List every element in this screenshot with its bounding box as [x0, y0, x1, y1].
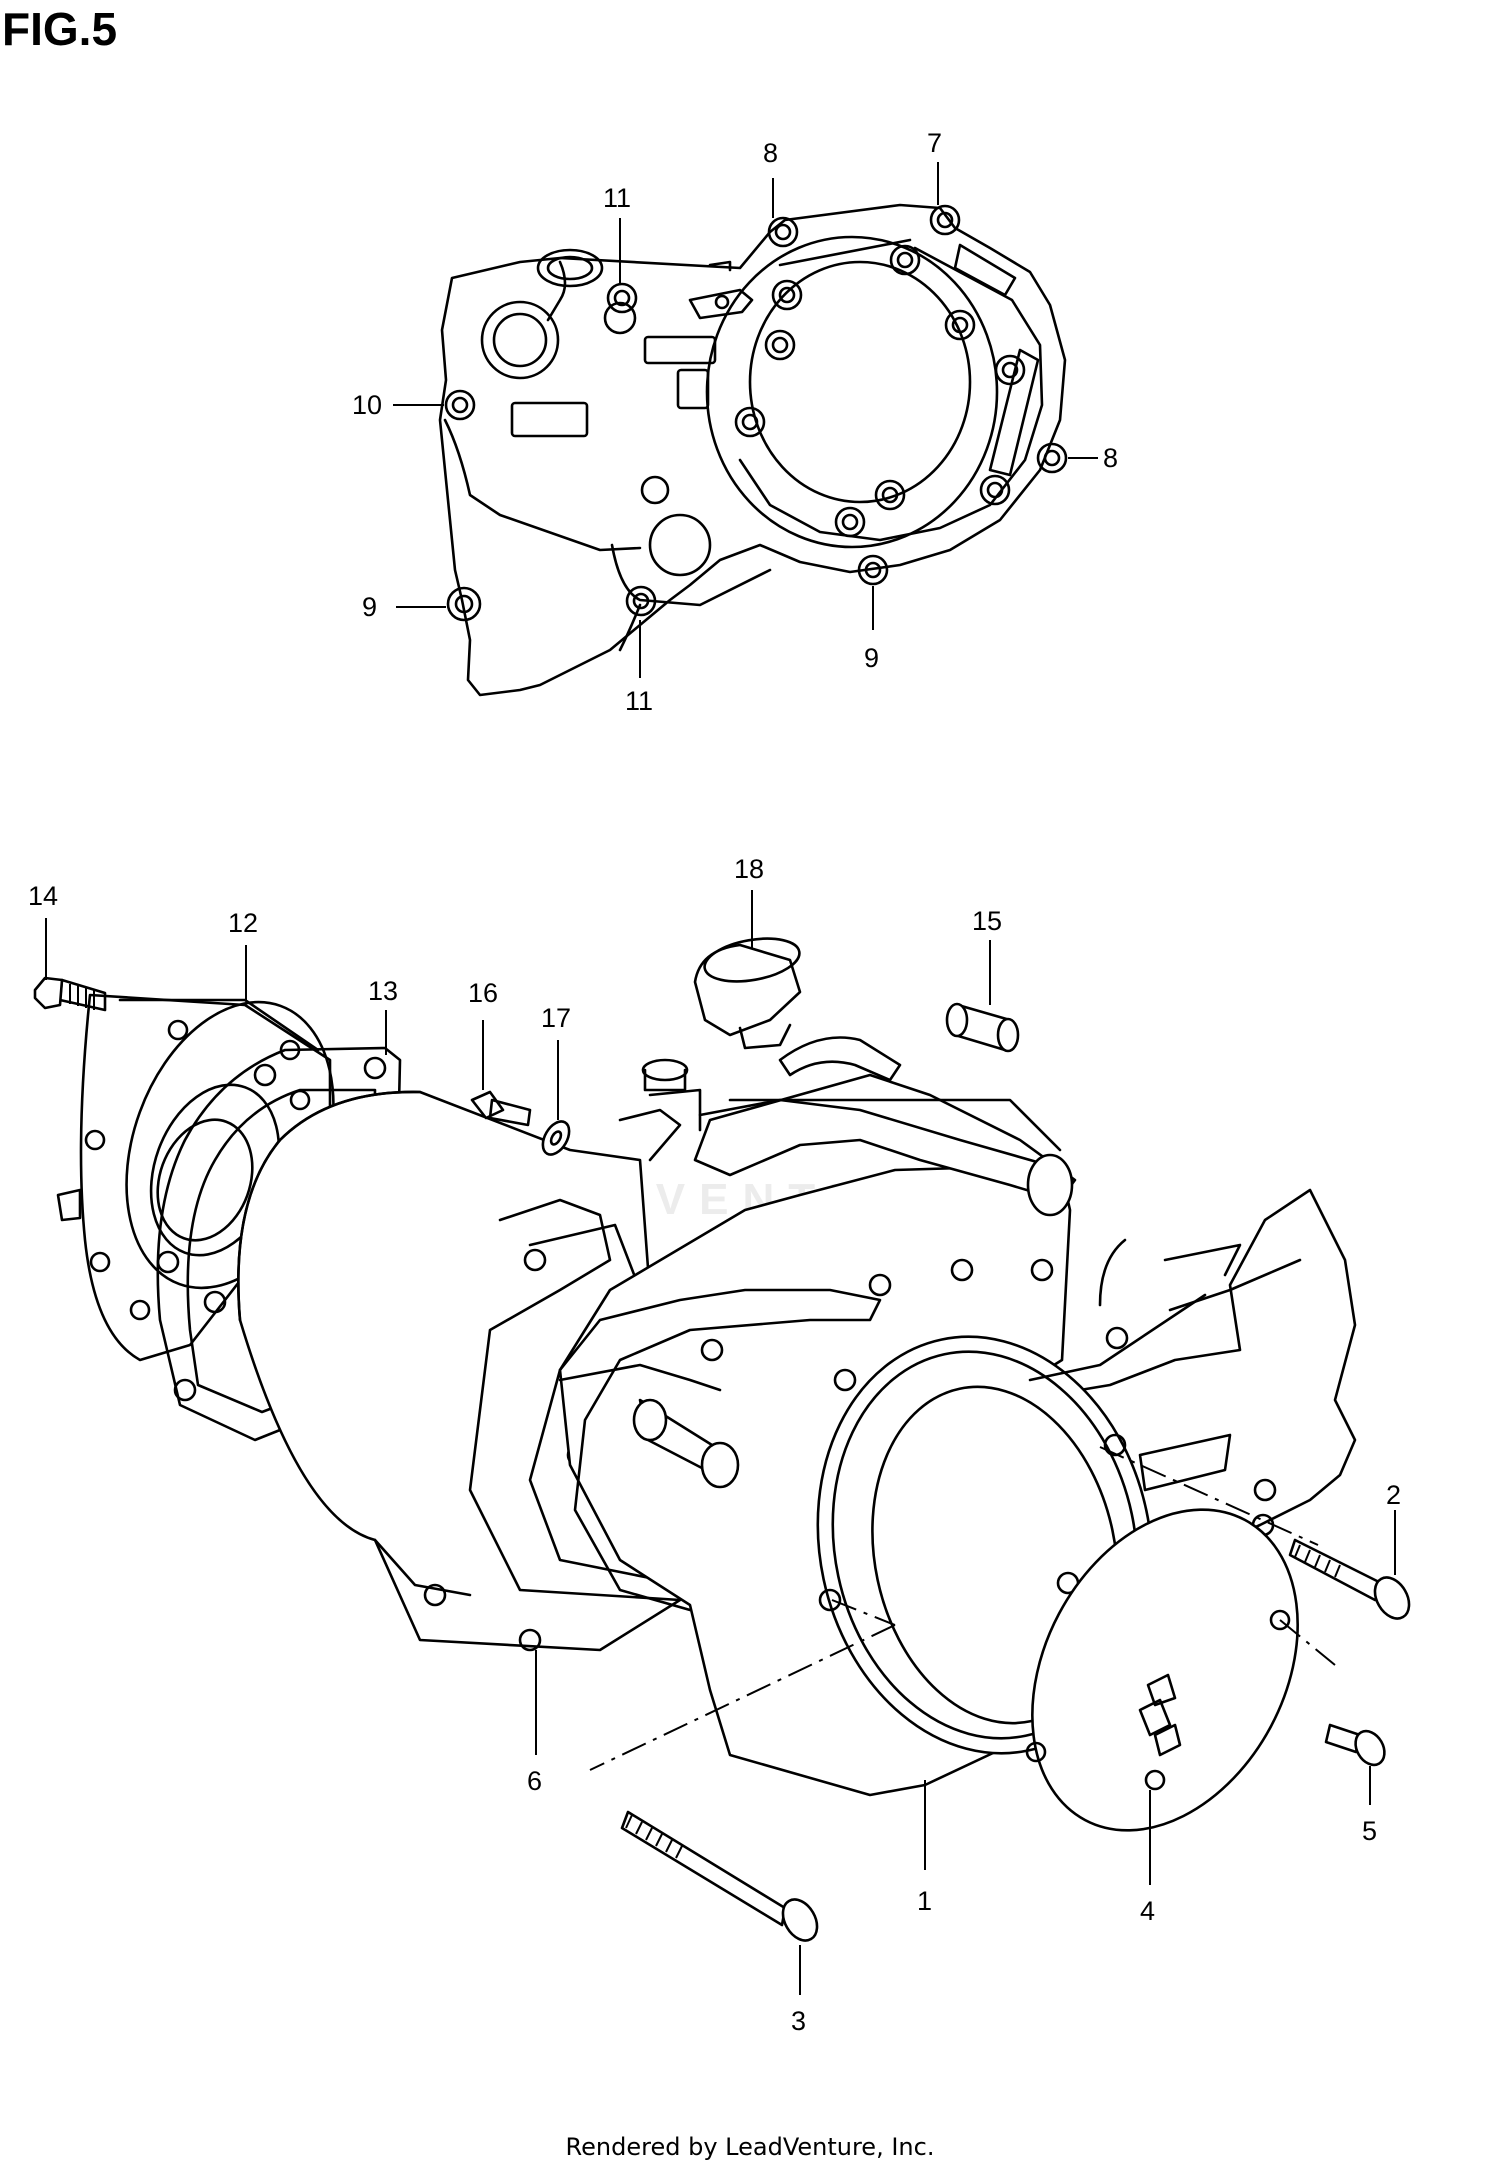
part-14-bolt [33, 976, 107, 1012]
callout-4: 4 [1140, 1896, 1155, 1926]
callout-16: 16 [468, 978, 498, 1008]
callout-9: 9 [362, 592, 377, 622]
callout-9: 9 [864, 643, 879, 673]
part-4-round-cover [1025, 1508, 1299, 1832]
figure-title: FIG.5 [2, 3, 118, 55]
part-1-crankcase-cover [558, 1163, 1357, 1797]
callout-8: 8 [1103, 443, 1118, 473]
part-2-long-bolt [1288, 1538, 1411, 1620]
callout-2: 2 [1386, 1480, 1401, 1510]
part-13-gasket [156, 1046, 402, 1442]
callout-18: 18 [734, 854, 764, 884]
callout-5: 5 [1362, 1816, 1377, 1846]
lower-leader-lines [45, 890, 1396, 1995]
callout-14: 14 [28, 881, 58, 911]
alignment-lines [589, 1446, 1336, 1771]
breather-hose [618, 1036, 1077, 1217]
fasteners [33, 937, 1411, 1942]
part-3-long-bolt [620, 1810, 819, 1942]
callout-15: 15 [972, 906, 1002, 936]
callout-6: 6 [527, 1766, 542, 1796]
footer-credit: Rendered by LeadVenture, Inc. [565, 2133, 935, 2161]
part-5-screw [1324, 1723, 1386, 1767]
callout-1: 1 [917, 1886, 932, 1916]
part-16-bolt [470, 1090, 532, 1127]
callout-10: 10 [352, 390, 382, 420]
part-15-dowel-pin [945, 1002, 1020, 1053]
part-18-oil-filler-cap [693, 937, 802, 1050]
callout-7: 7 [927, 128, 942, 158]
gasket-detail-view [393, 162, 1098, 697]
callout-13: 13 [368, 976, 398, 1006]
callout-3: 3 [791, 2006, 806, 2036]
callout-11: 11 [625, 686, 653, 716]
callout-12: 12 [228, 908, 258, 938]
callout-8: 8 [763, 138, 778, 168]
callout-17: 17 [541, 1003, 571, 1033]
part-17-washer [541, 1120, 571, 1156]
callout-labels: 7 8 8 9 9 10 11 11 1 2 3 4 5 6 12 13 14 … [28, 128, 1401, 2036]
callout-11: 11 [603, 183, 631, 213]
bolt-hole-markers [444, 204, 1068, 622]
